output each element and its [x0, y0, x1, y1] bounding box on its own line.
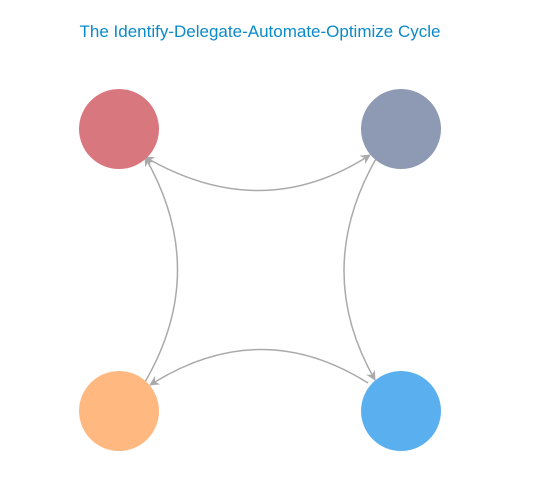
node-top-left[interactable] — [79, 89, 159, 169]
node-bottom-right[interactable] — [361, 371, 441, 451]
connector-right — [343, 156, 378, 381]
connector-bottom — [149, 348, 369, 386]
node-bottom-left[interactable] — [79, 371, 159, 451]
node-top-right[interactable] — [361, 89, 441, 169]
connector-left — [144, 156, 179, 383]
connector-top — [144, 154, 371, 192]
diagram-title: The Identify-Delegate-Automate-Optimize … — [79, 22, 441, 41]
